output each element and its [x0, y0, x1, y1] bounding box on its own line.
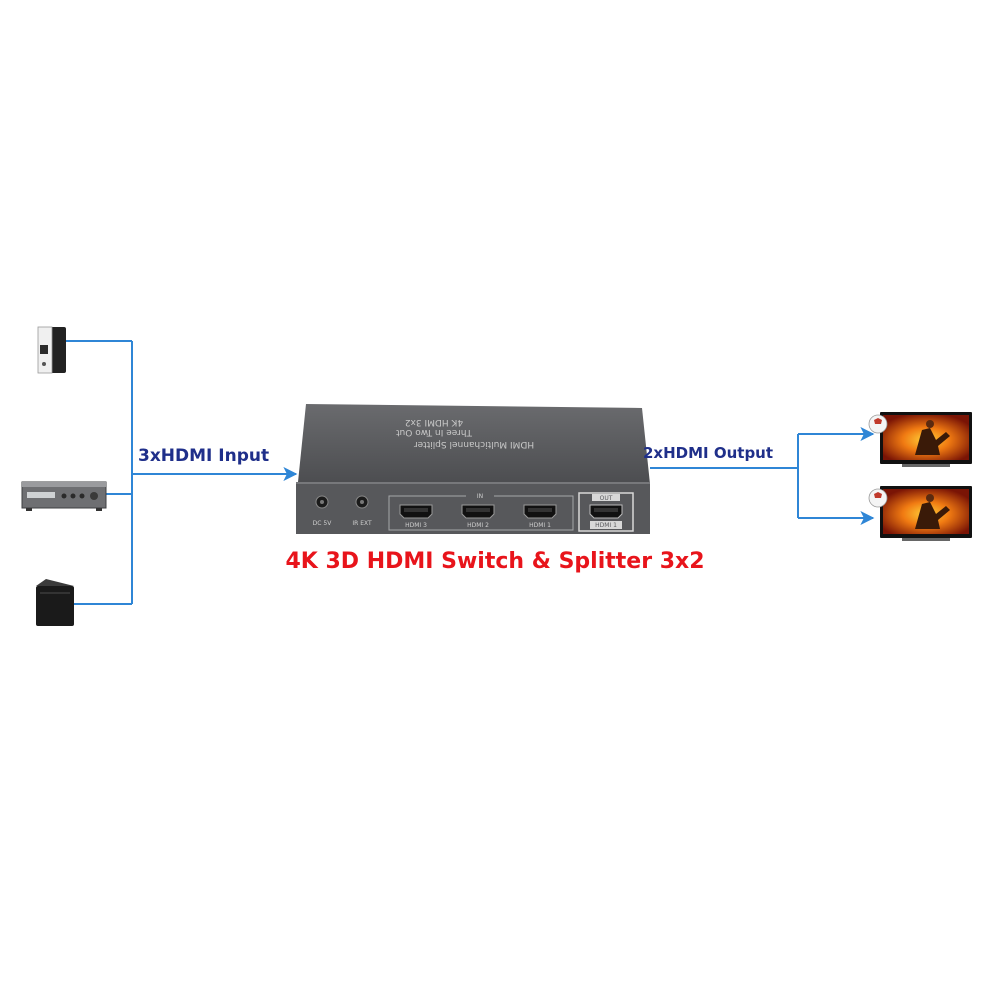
output-label: 2xHDMI Output	[643, 444, 773, 462]
output-tv-top	[868, 412, 972, 467]
input-group-label: IN	[477, 493, 483, 500]
product-title: 4K 3D HDMI Switch & Splitter 3x2	[285, 549, 704, 574]
source-device-bottom	[36, 579, 74, 626]
input-label: 3xHDMI Input	[138, 446, 269, 466]
output-tv-bottom	[868, 486, 972, 541]
dc-port-label: DC 5V	[313, 520, 333, 527]
output-connector-lines	[650, 427, 875, 525]
source-device-top	[37, 326, 66, 374]
hdmi-output-frame	[578, 492, 634, 532]
device-top-text-line1: HDMI Multichannel Splitter	[414, 439, 534, 449]
device-top-text-line3: 4K HDMI 3x2	[405, 417, 463, 427]
hdmi-input-port-3	[399, 504, 433, 519]
device-top-text-line2: Three In Two Out	[396, 427, 473, 437]
output-group-label: OUT	[600, 495, 613, 502]
hdmi-input-3-label: HDMI 3	[405, 522, 427, 529]
input-connector-lines	[66, 340, 298, 605]
device-top-surface	[298, 404, 650, 484]
hdmi-splitter-device: HDMI Multichannel Splitter Three In Two …	[296, 404, 650, 534]
hdmi-output-port-1	[589, 504, 623, 519]
hdmi-input-port-2	[461, 504, 495, 519]
source-device-middle	[21, 481, 107, 511]
hdmi-input-1-label: HDMI 1	[529, 522, 551, 529]
hdmi-input-port-1	[523, 504, 557, 519]
football-icon	[868, 414, 888, 434]
ir-port-label: IR EXT	[352, 520, 372, 527]
hdmi-input-2-label: HDMI 2	[467, 522, 489, 529]
football-icon	[868, 488, 888, 508]
hdmi-output-1-label: HDMI 1	[595, 522, 617, 529]
